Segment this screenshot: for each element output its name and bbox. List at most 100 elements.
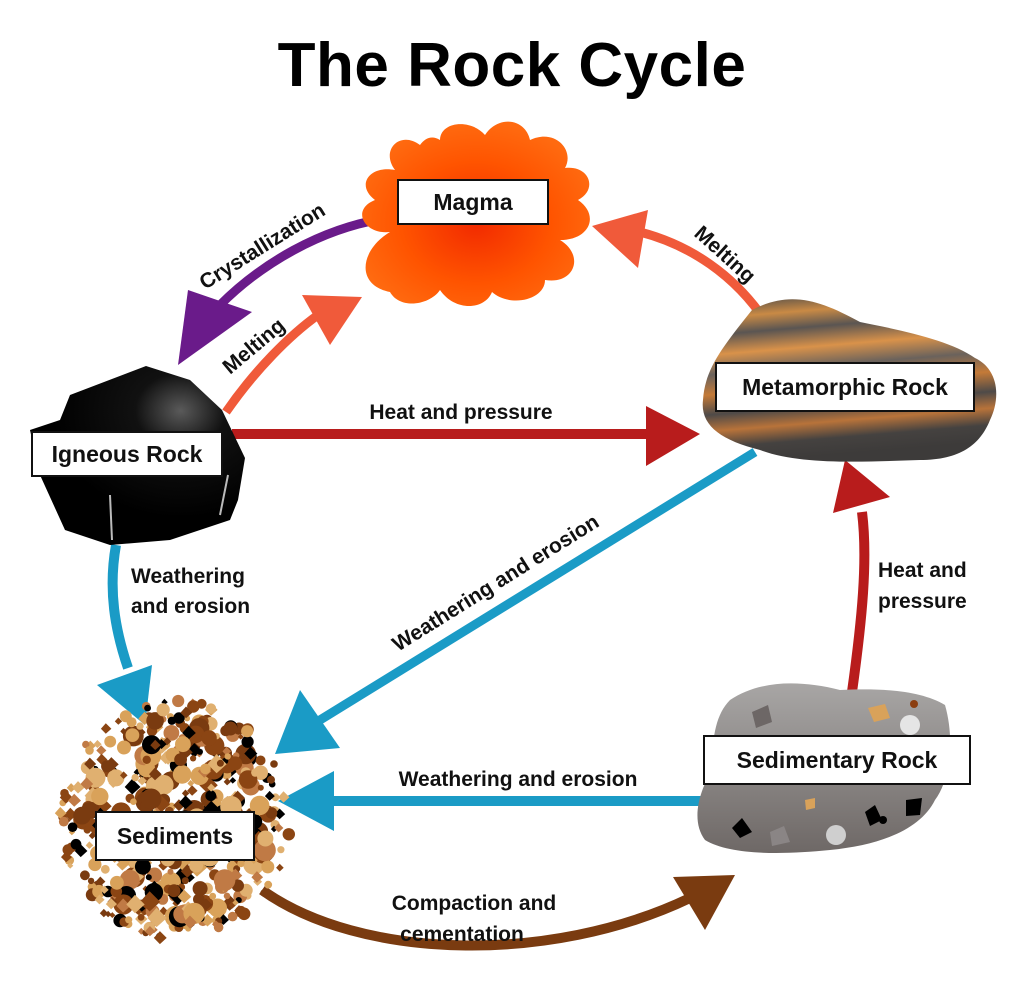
sediment-grain <box>228 756 243 771</box>
sediment-grain <box>88 857 102 872</box>
sediment-grain <box>145 926 156 937</box>
sediment-grain <box>70 838 82 850</box>
sediment-grain <box>270 760 278 768</box>
sediment-grain <box>109 912 116 918</box>
sediment-grain <box>133 768 141 776</box>
sediment-grain <box>120 727 127 735</box>
sediment-grain <box>156 703 170 717</box>
sediment-grain <box>181 789 190 797</box>
sediment-grain <box>80 870 90 881</box>
sediment-grain <box>100 864 110 874</box>
sediment-grain <box>187 779 195 787</box>
sediment-grain <box>183 915 197 929</box>
sediment-grain <box>257 830 274 847</box>
sediment-grain <box>223 892 231 900</box>
sediment-grain <box>255 755 266 766</box>
sediment-grain <box>120 771 128 779</box>
sediment-grain <box>172 765 192 784</box>
compaction-label-line1: Compaction and <box>392 892 557 915</box>
sediment-grain <box>88 831 96 840</box>
compaction-label-line2: cementation <box>400 923 524 946</box>
sediment-grain <box>100 723 112 734</box>
heat-pressure-sedimentary-arrow <box>833 460 890 693</box>
sediment-grain <box>229 777 237 784</box>
sediment-grain <box>94 894 105 905</box>
sediment-grain <box>192 881 208 897</box>
sediment-grain <box>190 755 197 762</box>
sediment-grain <box>187 743 202 758</box>
melting-igneous-arrow <box>222 295 362 415</box>
sediment-grain <box>142 755 151 764</box>
heat-pressure-igneous-arrow <box>232 406 700 466</box>
sediment-grain <box>175 736 191 753</box>
metamorphic-node: Metamorphic Rock <box>715 362 975 412</box>
weathering-metamorphic-label: Weathering and erosion <box>388 510 603 656</box>
sediment-grain <box>213 869 236 891</box>
heat-pressure-sedimentary-label-line1: Heat and <box>878 559 967 582</box>
weathering-sedimentary-arrow <box>278 771 720 831</box>
sediment-grain <box>83 826 92 834</box>
sediment-grain <box>153 931 167 945</box>
sediment-grain <box>96 745 107 756</box>
sediment-grain <box>125 916 133 924</box>
sediment-grain <box>93 740 102 748</box>
sediment-grain <box>131 773 139 782</box>
sediment-grain <box>207 783 216 792</box>
sediment-grain <box>114 717 123 725</box>
sediment-grain <box>138 927 145 935</box>
sedimentary-label: Sedimentary Rock <box>737 747 938 773</box>
sediment-grain <box>223 721 238 736</box>
sediment-grain <box>264 790 275 801</box>
sediment-grain <box>167 716 176 725</box>
sediment-grain <box>241 725 254 738</box>
sediment-grain <box>173 799 186 812</box>
sediment-grain <box>64 807 78 821</box>
sediment-grain <box>187 700 200 713</box>
sediment-grain <box>125 728 140 742</box>
weathering-igneous-arrow <box>97 544 152 725</box>
sediment-grain <box>153 774 174 795</box>
sediment-grain <box>212 920 221 929</box>
sediment-grain <box>227 911 238 922</box>
sediment-grain <box>163 725 180 741</box>
magma-node: Magma <box>397 179 549 225</box>
sediment-grain <box>54 807 67 819</box>
sediment-grain <box>209 892 217 900</box>
sediment-grain <box>134 858 151 875</box>
metamorphic-label: Metamorphic Rock <box>742 374 948 400</box>
sediment-grain <box>180 864 195 878</box>
diagram-title: The Rock Cycle <box>277 31 747 100</box>
sediment-grain <box>274 823 284 833</box>
sediment-grain <box>201 914 214 927</box>
sediment-grain <box>110 875 124 890</box>
sediment-grain <box>140 891 161 912</box>
sediment-grain <box>126 717 137 728</box>
sediment-grain <box>72 781 85 794</box>
sediment-grain <box>200 763 211 775</box>
sediment-grain <box>87 877 95 885</box>
sediment-grain <box>257 784 264 791</box>
weathering-igneous-label-line1: Weathering <box>131 565 245 588</box>
sediment-grain <box>91 787 109 806</box>
sediment-grain <box>182 725 196 740</box>
sediment-grain <box>201 730 217 746</box>
sediment-grain <box>249 795 270 816</box>
sediment-grain <box>167 884 181 898</box>
sediment-grain <box>180 706 193 719</box>
sediment-grain <box>196 748 203 755</box>
sediment-grain <box>123 869 131 877</box>
sediment-grain <box>205 703 217 714</box>
crystallization-arrow <box>178 213 389 365</box>
sediment-grain <box>244 746 258 760</box>
sediment-grain <box>67 862 74 869</box>
sediment-grain <box>158 860 169 871</box>
weathering-sedimentary-label: Weathering and erosion <box>399 768 638 791</box>
heat-pressure-igneous-label: Heat and pressure <box>369 401 552 424</box>
sediment-grain <box>276 863 284 872</box>
sediment-grain <box>85 841 94 849</box>
sediment-grain <box>237 733 244 740</box>
sediment-grain <box>68 829 76 836</box>
sediment-grain <box>200 898 213 911</box>
sediment-grain <box>261 860 275 874</box>
sediment-grain <box>260 889 268 897</box>
